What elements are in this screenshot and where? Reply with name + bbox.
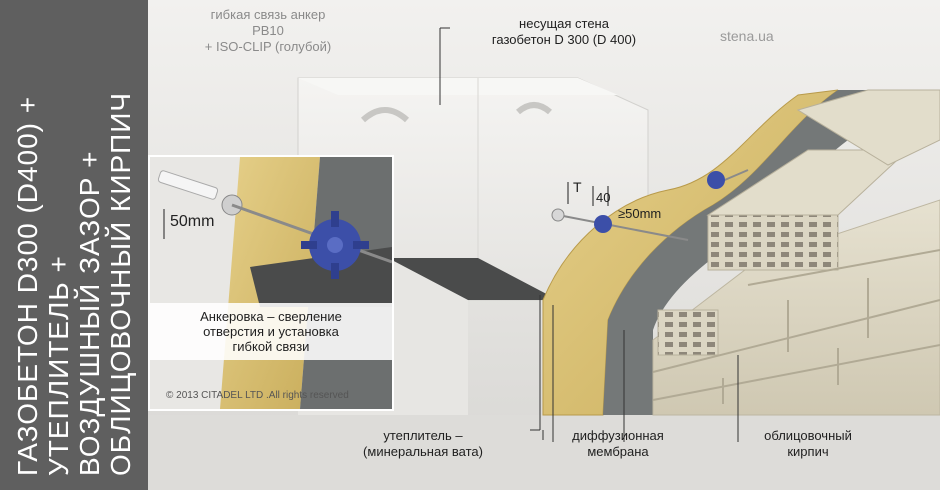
brick-perforated-face (707, 214, 839, 271)
insulation-callout: утеплитель – (минеральная вата) (363, 428, 483, 459)
title-line-4: ОБЛИЦОВОЧНЫЙ КИРПИЧ (105, 91, 136, 476)
anchor-dowel (157, 170, 219, 200)
flexible-anchor-rod (557, 214, 689, 241)
title-line-2: УТЕПЛИТЕЛЬ + (43, 255, 74, 476)
copyright: © 2013 CITADEL LTD .All rights reserved (166, 390, 349, 401)
dimension-lines (567, 182, 609, 206)
brick-perforated-face (657, 309, 719, 356)
iso-clip (707, 171, 725, 189)
block-grip (516, 102, 552, 115)
anchoring-detail-inset: 50mm Анкеровка – сверление отверстия и у… (148, 155, 394, 411)
anchor-washer (551, 208, 565, 222)
mortar-bed (388, 258, 558, 300)
dimension-50: ≥50mm (618, 206, 661, 221)
iso-clip-detail (301, 211, 369, 279)
watermark: stena.ua (720, 28, 774, 44)
dimension-t: T (573, 179, 582, 195)
vertical-title: ГАЗОБЕТОН D300 (D400) + УТЕПЛИТЕЛЬ + ВОЗ… (0, 0, 148, 490)
leader-lines (439, 27, 739, 442)
bearing-wall-callout: несущая стена газобетон D 300 (D 400) (491, 16, 637, 47)
floor (148, 415, 940, 490)
facing-brick-callout: облицовочный кирпич (764, 428, 852, 459)
title-line-1: ГАЗОБЕТОН D300 (D400) + (12, 95, 43, 476)
brick-courses (652, 249, 940, 404)
dimension-40: 40 (596, 190, 610, 205)
inset-dimension-50mm: 50mm (170, 213, 215, 230)
brick-top (796, 89, 940, 166)
anchor-caption: гибкая связь анкер PB10 + ISO-CLIP (голу… (204, 7, 332, 54)
iso-clip (594, 215, 612, 233)
title-line-3: ВОЗДУШНЫЙ ЗАЗОР + (74, 150, 105, 476)
facing-brick-wall (652, 199, 940, 416)
aerated-concrete-top-face (298, 78, 618, 95)
inset-caption: Анкеровка – сверление отверстия и устано… (150, 303, 392, 360)
title-band: ГАЗОБЕТОН D300 (D400) + УТЕПЛИТЕЛЬ + ВОЗ… (0, 0, 148, 490)
membrane-callout: диффузионная мембрана (572, 428, 664, 459)
block-grip (360, 107, 410, 123)
inset-mortar (250, 247, 392, 307)
anchoring-detail-drawing (150, 157, 392, 409)
